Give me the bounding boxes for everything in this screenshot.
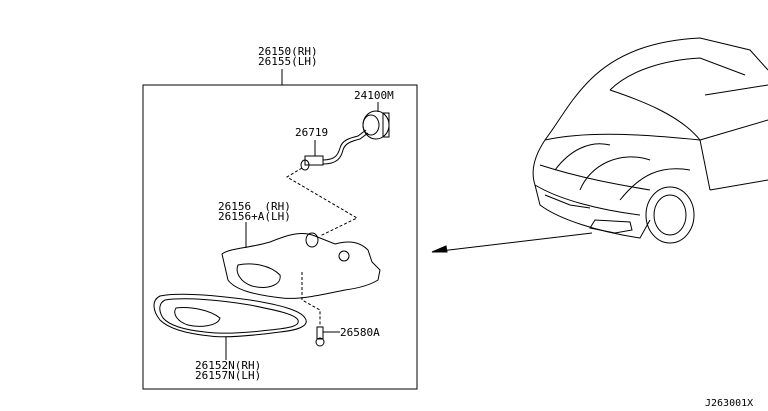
housing-part[interactable] [221,222,381,299]
label-bulb: 24100M [354,89,394,102]
label-bezel-rh: 26152N(RH) [195,359,262,372]
screw-part[interactable] [315,326,340,347]
label-socket: 26719 [295,126,329,139]
socket-wire-part[interactable] [300,129,369,171]
label-housing-lh: 26156+A(LH) [218,210,291,223]
diagram-code: J263001X [705,398,754,409]
assembly-frame [142,69,418,390]
label-screw: 26580A [340,326,380,339]
label-housing-rh: 26156 (RH) [218,200,291,213]
assembly-dashed-line [286,167,359,237]
bulb-part[interactable] [362,102,390,140]
label-assembly-rh: 26150(RH) [258,45,318,58]
label-bezel-lh: 26157N(LH) [195,369,262,382]
screw-leader-line [301,272,321,327]
car-illustration [532,37,768,244]
bezel-part[interactable] [153,293,307,360]
label-assembly-lh: 26155(LH) [258,55,318,68]
direction-arrow [431,232,593,253]
